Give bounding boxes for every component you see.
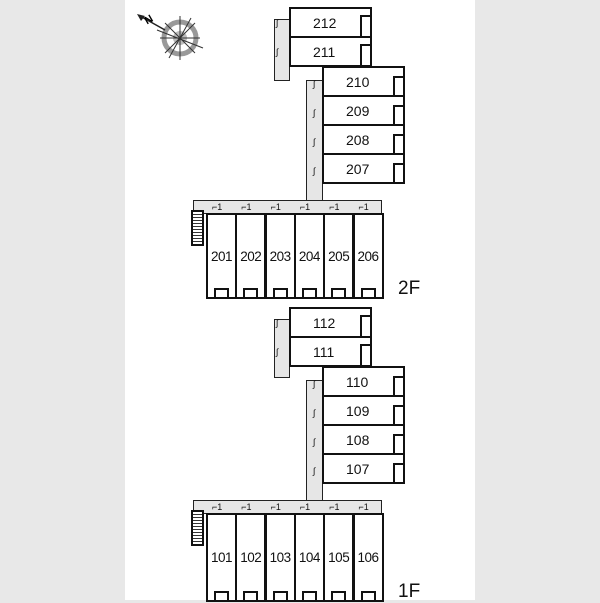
balcony xyxy=(301,288,317,299)
balcony xyxy=(393,105,405,126)
door-icon: ⌐1 xyxy=(358,502,369,512)
compass-rose-icon xyxy=(137,14,204,60)
balcony xyxy=(360,288,376,299)
door-icon: ⌐1 xyxy=(329,202,340,212)
stairs xyxy=(191,510,204,546)
unit-104[interactable]: 104 xyxy=(293,513,325,602)
door-icon: ∫ xyxy=(313,437,316,447)
balcony xyxy=(393,134,405,155)
door-icon: ∫ xyxy=(276,47,279,57)
door-icon: ∫ xyxy=(313,137,316,147)
balcony xyxy=(360,344,372,367)
balcony xyxy=(272,288,288,299)
door-icon: ∫ xyxy=(276,347,279,357)
unit-105[interactable]: 105 xyxy=(323,513,355,602)
unit-202[interactable]: 202 xyxy=(235,213,267,299)
balcony xyxy=(243,288,259,299)
door-icon: ⌐1 xyxy=(299,502,311,512)
balcony xyxy=(393,76,405,97)
balcony xyxy=(393,163,405,184)
door-icon: ∫ xyxy=(276,318,279,328)
door-icon: ⌐1 xyxy=(241,202,252,212)
door-icon: ⌐1 xyxy=(212,202,223,212)
door-icon: ∫ xyxy=(313,466,316,476)
unit-211[interactable]: 211 xyxy=(289,36,372,67)
unit-102[interactable]: 102 xyxy=(235,513,267,602)
door-icon: ∫ xyxy=(276,18,279,28)
balcony xyxy=(243,591,259,602)
door-icon: ⌐1 xyxy=(329,502,340,512)
unit-207[interactable]: 207 xyxy=(322,153,405,184)
door-icon: ∫ xyxy=(313,379,316,389)
floor-label: 1F xyxy=(398,581,421,602)
balcony xyxy=(331,288,347,299)
door-icon: ⌐1 xyxy=(270,202,281,212)
unit-112[interactable]: 112 xyxy=(289,307,372,338)
door-icon: ⌐1 xyxy=(241,502,252,512)
unit-203[interactable]: 203 xyxy=(264,213,296,299)
balcony xyxy=(272,591,288,602)
door-icon: ⌐1 xyxy=(270,502,281,512)
balcony xyxy=(214,591,229,602)
unit-106[interactable]: 106 xyxy=(352,513,384,602)
balcony xyxy=(214,288,229,299)
door-icon: ⌐1 xyxy=(212,502,223,512)
balcony xyxy=(360,591,376,602)
unit-206[interactable]: 206 xyxy=(352,213,384,299)
door-icon: ∫ xyxy=(313,79,316,89)
door-icon: ∫ xyxy=(313,166,316,176)
unit-101[interactable]: 101 xyxy=(206,513,237,602)
door-icon: ∫ xyxy=(313,108,316,118)
balcony xyxy=(393,434,405,455)
balcony xyxy=(360,15,372,38)
balcony xyxy=(393,463,405,484)
stairs xyxy=(191,210,204,246)
unit-103[interactable]: 103 xyxy=(264,513,296,602)
unit-107[interactable]: 107 xyxy=(322,453,405,484)
floor-label: 2F xyxy=(398,278,421,299)
balcony xyxy=(360,44,372,67)
door-icon: ⌐1 xyxy=(299,202,311,212)
door-icon: ⌐1 xyxy=(358,202,369,212)
balcony xyxy=(360,315,372,338)
balcony xyxy=(301,591,317,602)
balcony xyxy=(393,376,405,397)
balcony xyxy=(331,591,347,602)
unit-205[interactable]: 205 xyxy=(323,213,355,299)
door-icon: ∫ xyxy=(313,408,316,418)
balcony xyxy=(393,405,405,426)
unit-204[interactable]: 204 xyxy=(293,213,325,299)
unit-201[interactable]: 201 xyxy=(206,213,237,299)
